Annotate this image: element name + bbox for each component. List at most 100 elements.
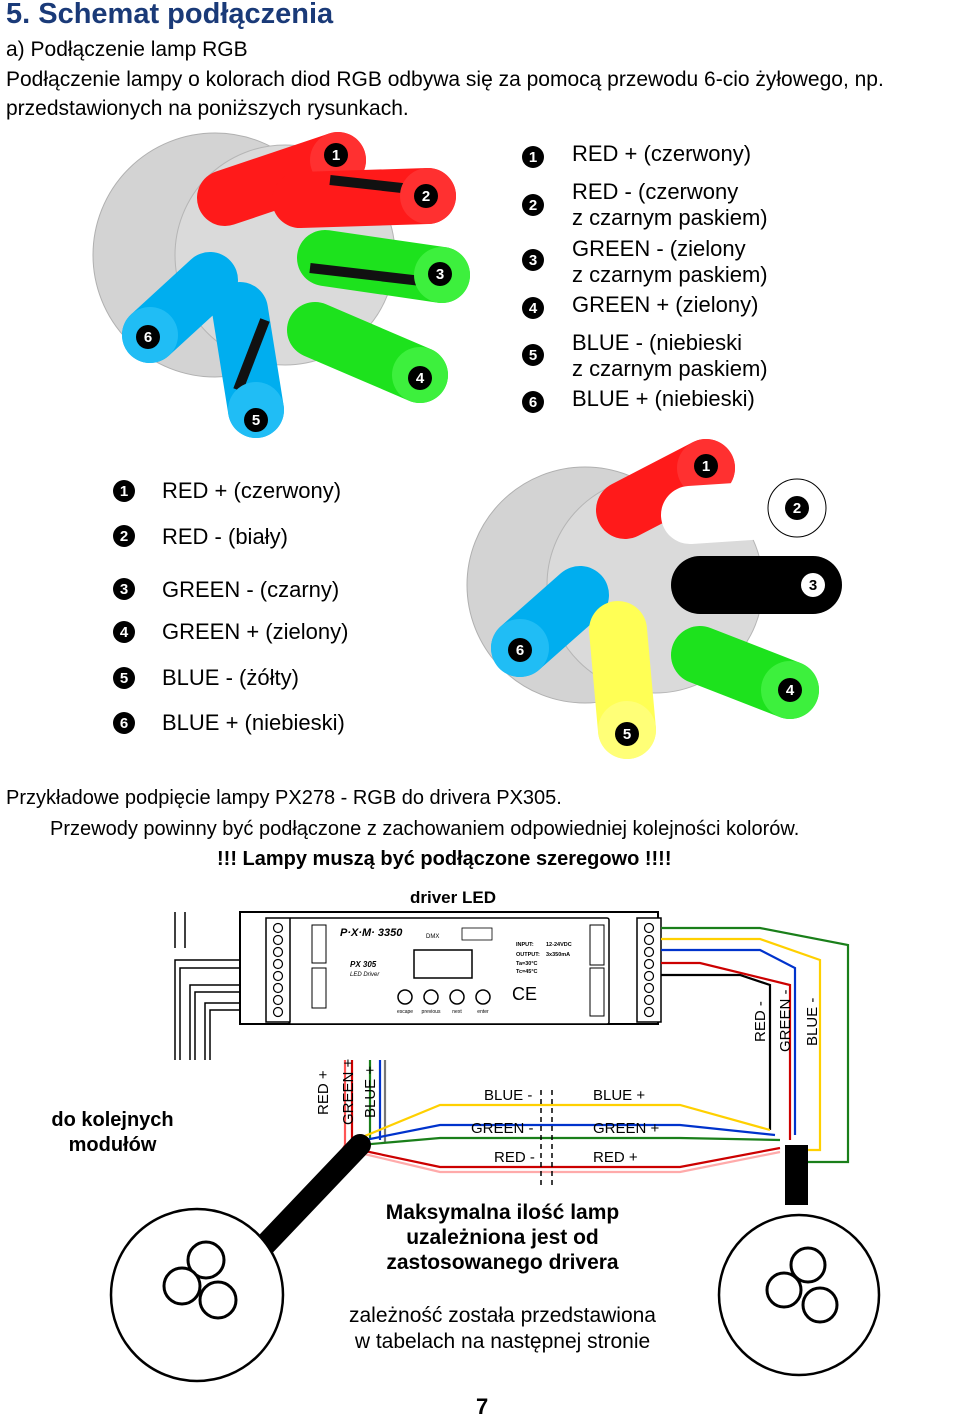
- legend2-item-5: BLUE - (żółty): [162, 665, 299, 690]
- driver-button-enter: [475, 989, 491, 1005]
- subsection-title: a) Podłączenie lamp RGB: [6, 38, 248, 61]
- spec-0: INPUT:: [516, 942, 534, 948]
- legend1-item-5b: z czarnym paskiem): [572, 356, 768, 381]
- legend1-item-6: BLUE + (niebieski): [572, 386, 755, 411]
- lamp1-wire-labels: RED + GREEN + BLUE +: [315, 1058, 379, 1125]
- tables-note: zależność została przedstawiona w tabela…: [320, 1303, 685, 1355]
- mid-green-plus: GREEN +: [593, 1120, 660, 1137]
- btn-next-label: next: [452, 1009, 462, 1015]
- legend2-item-2: RED - (biały): [162, 524, 288, 549]
- warning-text: !!! Lampy muszą być podłączone szeregowo…: [217, 848, 672, 870]
- label-green-minus: GREEN -: [777, 989, 794, 1052]
- legend2-badges: 1 2 3 4 5 6: [113, 480, 135, 734]
- connector2-badges: 1 2 3 4 5 6: [508, 454, 825, 746]
- svg-text:3: 3: [529, 252, 537, 269]
- driver-dmx: DMX: [426, 934, 439, 940]
- driver-model: PX 305: [350, 960, 377, 969]
- svg-text:1: 1: [702, 458, 710, 475]
- lamp-1: [109, 1207, 285, 1383]
- max-lamps-note: Maksymalna ilość lamp uzależniona jest o…: [330, 1200, 675, 1275]
- mid-red-minus: RED -: [494, 1149, 535, 1166]
- intro-line-1: Podłączenie lampy o kolorach diod RGB od…: [6, 68, 884, 91]
- cables: [251, 1134, 808, 1259]
- driver-output-wires: [661, 926, 850, 1164]
- max-lamps-line-1: Maksymalna ilość lamp: [385, 1201, 620, 1224]
- next-modules-line-2: modułów: [68, 1134, 157, 1156]
- svg-text:2: 2: [422, 188, 430, 205]
- mid-wire-labels: BLUE - GREEN - RED - BLUE + GREEN + RED …: [471, 1087, 660, 1166]
- wire4-green: [287, 302, 448, 403]
- label-green-plus: GREEN +: [340, 1058, 357, 1125]
- pxm-logo: [461, 927, 493, 941]
- svg-text:1: 1: [120, 483, 128, 500]
- example-text: Przykładowe podpięcie lampy PX278 - RGB …: [6, 787, 562, 809]
- svg-text:4: 4: [786, 682, 795, 699]
- legend1-item-3b: z czarnym paskiem): [572, 262, 768, 287]
- label-red-plus: RED +: [315, 1070, 332, 1115]
- spec-5: Tc=45°C: [516, 969, 538, 975]
- page-number: 7: [476, 1394, 489, 1419]
- legend2-item-6: BLUE + (niebieski): [162, 710, 345, 735]
- tables-note-line-2: w tabelach na następnej stronie: [354, 1330, 651, 1353]
- legend2-item-4: GREEN + (zielony): [162, 619, 349, 644]
- svg-text:4: 4: [529, 300, 538, 317]
- legend1-item-2a: RED - (czerwony: [572, 179, 739, 204]
- tables-note-line-1: zależność została przedstawiona: [348, 1304, 656, 1327]
- order-text: Przewody powinny być podłączone z zachow…: [50, 818, 800, 840]
- dashed-separator: [540, 1090, 553, 1185]
- ce-mark: CE: [512, 984, 537, 1004]
- svg-text:6: 6: [144, 329, 152, 346]
- spec-3: 3x350mA: [546, 952, 570, 958]
- lamp1-wires: [329, 1060, 781, 1174]
- svg-text:6: 6: [516, 642, 524, 659]
- lamp-2: [717, 1213, 881, 1377]
- svg-text:4: 4: [416, 370, 425, 387]
- svg-text:3: 3: [809, 577, 817, 594]
- svg-text:3: 3: [436, 266, 444, 283]
- spec-2: OUTPUT:: [516, 952, 540, 958]
- connector1-drawing: 1 2 3 4 5 6: [92, 132, 470, 438]
- svg-text:5: 5: [120, 670, 128, 687]
- driver-button-escape: [397, 989, 413, 1005]
- section-title: 5. Schemat podłączenia: [6, 0, 334, 30]
- svg-text:5: 5: [252, 412, 260, 429]
- legend1-item-5a: BLUE - (niebieski: [572, 330, 742, 355]
- svg-text:2: 2: [529, 197, 537, 214]
- next-modules-label: do kolejnych modułów: [20, 1108, 205, 1158]
- svg-text:3: 3: [120, 581, 128, 598]
- btn-previous-label: previous: [422, 1009, 441, 1015]
- legend2-item-1: RED + (czerwony): [162, 478, 342, 503]
- connector1-badges: 1 2 3 4 5 6: [136, 143, 452, 432]
- label-blue-plus: BLUE +: [362, 1066, 379, 1118]
- legend1-item-3a: GREEN - (zielony: [572, 236, 746, 261]
- wire2-red-striped: [272, 168, 456, 228]
- svg-text:2: 2: [793, 500, 801, 517]
- mid-blue-minus: BLUE -: [484, 1087, 532, 1104]
- svg-text:4: 4: [120, 624, 129, 641]
- svg-text:5: 5: [529, 347, 537, 364]
- legend1-item-2b: z czarnym paskiem): [572, 205, 768, 230]
- driver-model-sub: LED Driver: [350, 972, 380, 978]
- label-blue-minus: BLUE -: [804, 998, 821, 1046]
- legend1-item-4: GREEN + (zielony): [572, 292, 759, 317]
- svg-text:6: 6: [120, 715, 128, 732]
- wire3-green-striped: [297, 230, 470, 303]
- driver-button-next: [449, 989, 465, 1005]
- connector2-drawing: 1 2 3 4 5 6: [466, 439, 842, 759]
- driver-body: escape previous next enter P·X·M· 3350 P…: [239, 911, 662, 1025]
- svg-text:1: 1: [529, 149, 537, 166]
- svg-text:5: 5: [623, 726, 631, 743]
- driver-button-previous: [423, 989, 439, 1005]
- mid-green-minus: GREEN -: [471, 1120, 534, 1137]
- mid-blue-plus: BLUE +: [593, 1087, 645, 1104]
- legend1-badges: 1 2 3 4 5 6: [522, 146, 544, 413]
- intro-line-2: przedstawionych na poniższych rysunkach.: [6, 97, 409, 120]
- legend1-item-1: RED + (czerwony): [572, 141, 752, 166]
- spec-4: Ta=30°C: [516, 961, 538, 967]
- btn-enter-label: enter: [477, 1009, 489, 1015]
- svg-text:6: 6: [529, 394, 537, 411]
- lamp2-wire-labels: RED - GREEN - BLUE -: [752, 989, 821, 1052]
- mid-red-plus: RED +: [593, 1149, 638, 1166]
- legend2-item-3: GREEN - (czarny): [162, 577, 340, 602]
